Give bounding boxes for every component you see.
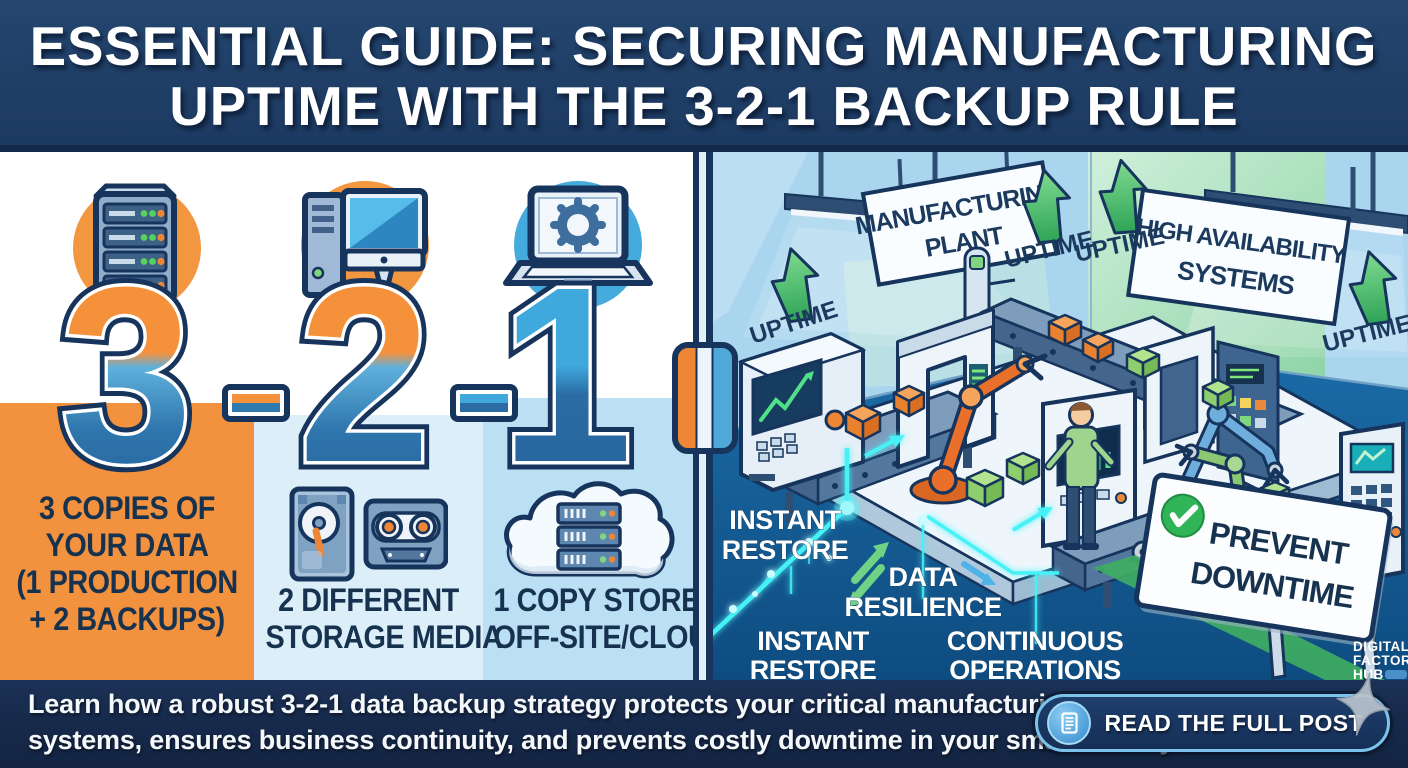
prevent-downtime-sign: PREVENT DOWNTIME xyxy=(1134,472,1393,680)
footer-bar: Learn how a robust 3-2-1 data backup str… xyxy=(0,680,1408,768)
backup-rule-panel: 3 3 3 2 2 2 1 1 1 xyxy=(0,152,730,680)
column-1-background xyxy=(0,403,254,680)
cable-connector xyxy=(672,342,738,454)
footer-description-line-2: systems, ensures business continuity, an… xyxy=(28,725,1180,755)
operator-terminal xyxy=(737,332,867,492)
robot-arm-orange xyxy=(909,353,1048,505)
server-rack-icon xyxy=(60,170,210,320)
number-one: 1 1 1 xyxy=(493,235,641,514)
title-banner: ESSENTIAL GUIDE: SECURING MANUFACTURING … xyxy=(0,0,1408,152)
column-3-label: 1 COPY STORED OFF-SITE/CLOUD xyxy=(493,582,730,655)
continuous-operations-label: CONTINUOUS OPERATIONS xyxy=(946,626,1124,680)
svg-text:OPERATIONS: OPERATIONS xyxy=(949,655,1121,680)
svg-text:INSTANT: INSTANT xyxy=(757,626,869,656)
instant-restore-label-1: INSTANT RESTORE xyxy=(721,505,849,566)
page-title-line-1: ESSENTIAL GUIDE: SECURING MANUFACTURING xyxy=(30,15,1378,77)
svg-text:FACTORY: FACTORY xyxy=(1353,653,1408,668)
rear-machine xyxy=(1143,325,1215,465)
svg-text:RESTORE: RESTORE xyxy=(750,655,877,680)
tape-cassette-icon xyxy=(363,498,449,570)
read-full-post-label: READ THE FULL POST xyxy=(1104,709,1363,736)
storage-media-icons xyxy=(288,485,449,585)
check-icon xyxy=(1160,493,1205,538)
restore-arrows-green xyxy=(847,542,996,607)
svg-text:RESILIENCE: RESILIENCE xyxy=(844,592,1001,622)
hard-drive-icon xyxy=(289,486,355,582)
factory-worker xyxy=(1044,402,1116,550)
svg-text:DATA: DATA xyxy=(889,562,958,592)
box-orange xyxy=(844,313,1115,442)
cloud-server-stack xyxy=(556,502,622,571)
number-two: 2 2 2 xyxy=(291,235,439,514)
high-availability-sign: HIGH AVAILABILITY SYSTEMS xyxy=(1125,167,1356,327)
svg-text:INSTANT: INSTANT xyxy=(729,505,841,535)
document-icon xyxy=(1047,701,1092,745)
laptop-gear-icon xyxy=(498,167,653,317)
gear-icon xyxy=(550,197,606,253)
data-network-glow xyxy=(713,435,1059,644)
cloud-server-icon xyxy=(500,474,675,586)
footer-description: Learn how a robust 3-2-1 data backup str… xyxy=(28,686,1180,758)
dash-separator-1 xyxy=(222,384,290,422)
instant-restore-label-2: INSTANT RESTORE xyxy=(749,626,877,680)
column-2-label: 2 DIFFERENT STORAGE MEDIA xyxy=(265,582,503,655)
data-resilience-label: DATA RESILIENCE xyxy=(844,562,1002,623)
svg-text:CONTINUOUS: CONTINUOUS xyxy=(947,626,1124,656)
footer-description-line-1: Learn how a robust 3-2-1 data backup str… xyxy=(28,689,1079,719)
read-full-post-button[interactable]: READ THE FULL POST xyxy=(1035,694,1390,752)
dash-separator-2 xyxy=(450,384,518,422)
column-1-label: 3 COPIES OF YOUR DATA (1 PRODUCTION + 2 … xyxy=(16,490,238,637)
page-title-line-2: UPTIME WITH THE 3-2-1 BACKUP RULE xyxy=(169,75,1239,137)
factory-scene: MANUFACTURING PLANT HIGH AVAILABILITY SY… xyxy=(713,152,1408,680)
svg-text:HUB: HUB xyxy=(1353,667,1384,680)
number-three: 3 3 3 xyxy=(53,235,201,514)
digital-factory-hub-logo: DIGITAL FACTORY HUB xyxy=(1353,639,1408,680)
desktop-computer-icon xyxy=(285,167,435,317)
box-green xyxy=(965,346,1291,509)
svg-text:DIGITAL: DIGITAL xyxy=(1353,639,1408,654)
svg-text:RESTORE: RESTORE xyxy=(722,535,849,565)
